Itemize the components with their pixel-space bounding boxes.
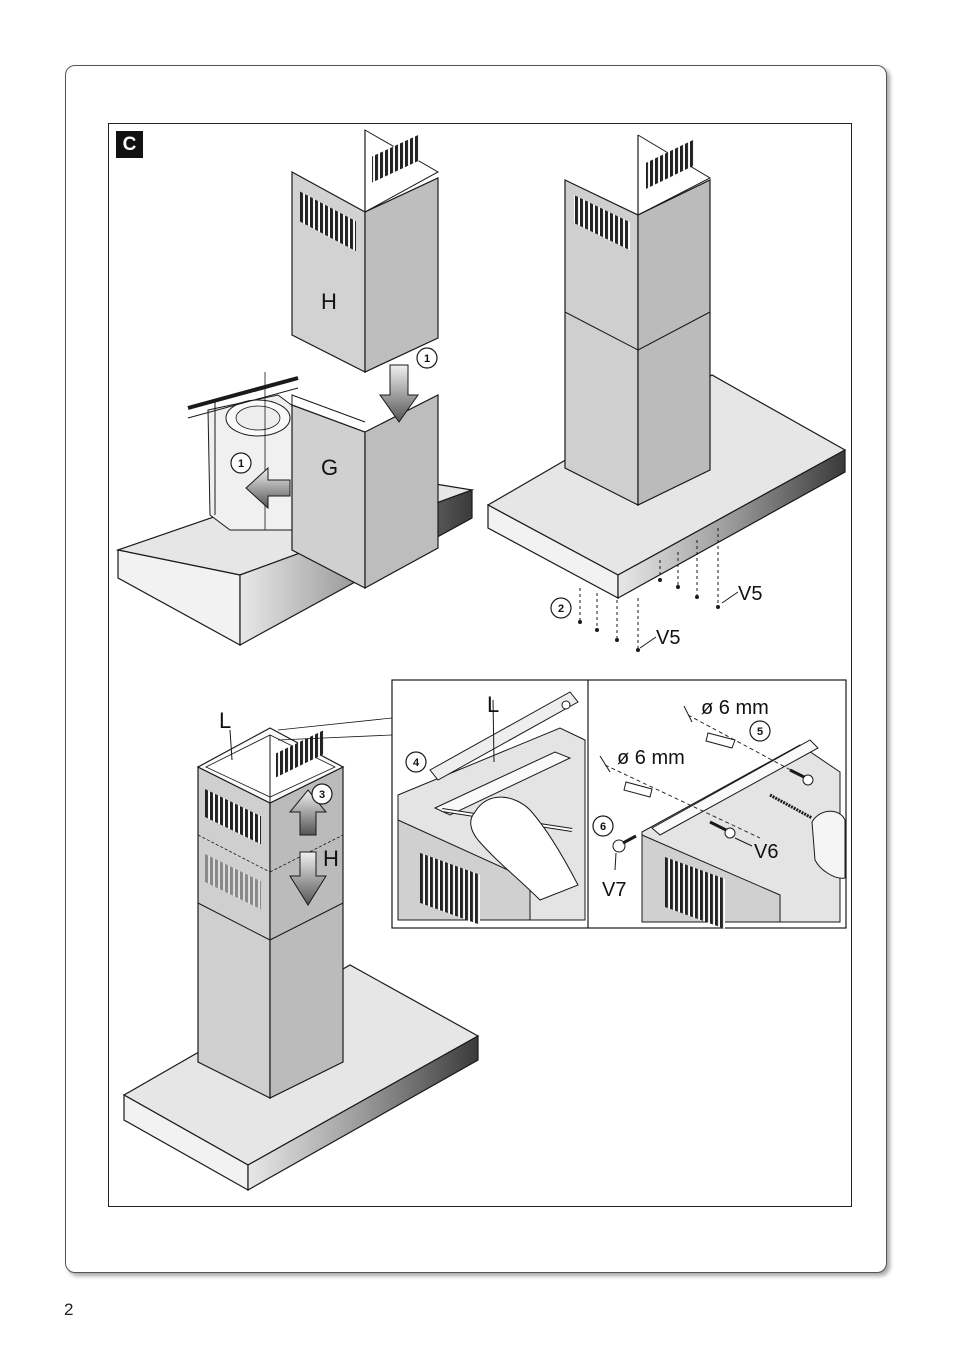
- label-v6: V6: [754, 841, 778, 863]
- svg-text:1: 1: [238, 458, 244, 470]
- label-diameter-b: ø 6 mm: [617, 747, 685, 769]
- label-l-main: L: [219, 708, 231, 733]
- label-v5-a: V5: [738, 583, 762, 605]
- step-5-marker: 5: [750, 721, 770, 741]
- label-v7: V7: [602, 879, 626, 901]
- label-v5-b: V5: [656, 627, 680, 649]
- step-6-marker: 6: [593, 816, 613, 836]
- svg-text:2: 2: [558, 603, 564, 615]
- step-3-marker: 3: [312, 784, 332, 804]
- chimney-h: [292, 130, 438, 372]
- label-h-bottom: H: [323, 846, 339, 871]
- svg-text:4: 4: [413, 757, 420, 769]
- detail-inset: 4 L: [392, 680, 846, 929]
- svg-text:5: 5: [757, 726, 763, 738]
- svg-text:6: 6: [600, 821, 606, 833]
- step-1a-marker: 1: [417, 348, 437, 368]
- label-diameter-a: ø 6 mm: [701, 697, 769, 719]
- page-number: 2: [64, 1300, 73, 1320]
- screw-tips: [578, 578, 720, 652]
- hood-assembly-right: 2 V5 V5: [488, 135, 845, 652]
- hood-assembly-left: 1 1 H G: [118, 130, 472, 645]
- label-g-lower: G: [321, 455, 338, 480]
- svg-text:3: 3: [319, 789, 325, 801]
- svg-text:1: 1: [424, 353, 430, 365]
- label-h-upper: H: [321, 289, 337, 314]
- label-l-detail: L: [487, 692, 499, 717]
- step-1b-marker: 1: [231, 453, 251, 473]
- step-4-marker: 4: [406, 752, 426, 772]
- chimney-g: [292, 395, 438, 588]
- step-2-marker: 2: [551, 598, 571, 618]
- motor-unit: [188, 372, 298, 530]
